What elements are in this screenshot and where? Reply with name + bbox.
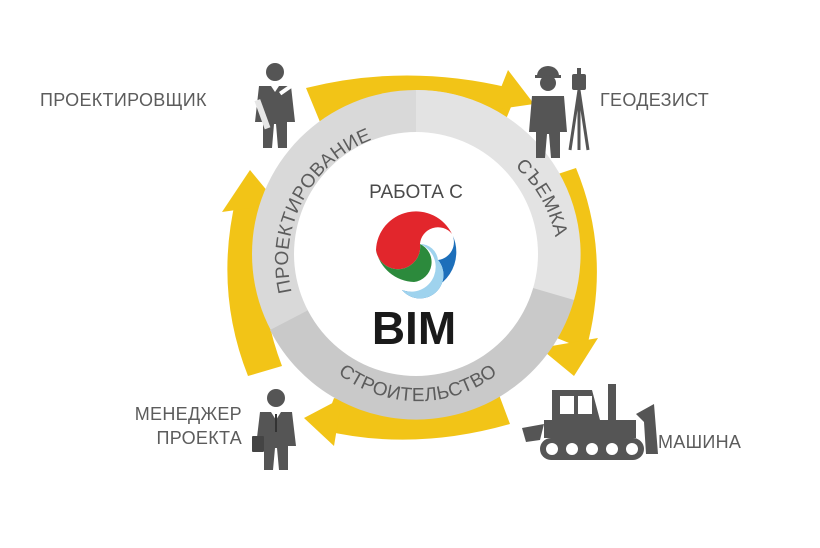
surveyor-with-tripod-icon	[529, 66, 590, 158]
manager-person-icon	[252, 389, 296, 470]
role-label-designer: ПРОЕКТИРОВЩИК	[40, 90, 207, 110]
bim-logo-icon	[374, 210, 458, 299]
designer-person-icon	[254, 63, 295, 148]
role-label-machine: МАШИНА	[658, 432, 742, 452]
bulldozer-icon	[522, 384, 658, 460]
arrow-bottom-head	[304, 398, 342, 446]
role-label-manager-line2: ПРОЕКТА	[156, 428, 242, 448]
center-top-text: РАБОТА С	[369, 182, 463, 203]
role-label-surveyor: ГЕОДЕЗИСТ	[600, 90, 710, 110]
center-brand-text: BIM	[372, 302, 456, 354]
arrow-right-head	[540, 338, 598, 376]
arrow-left	[227, 198, 282, 376]
role-label-manager-line1: МЕНЕДЖЕР	[134, 404, 242, 424]
role-label-manager: МЕНЕДЖЕР ПРОЕКТА	[112, 402, 242, 450]
arrow-top-head	[492, 70, 534, 110]
